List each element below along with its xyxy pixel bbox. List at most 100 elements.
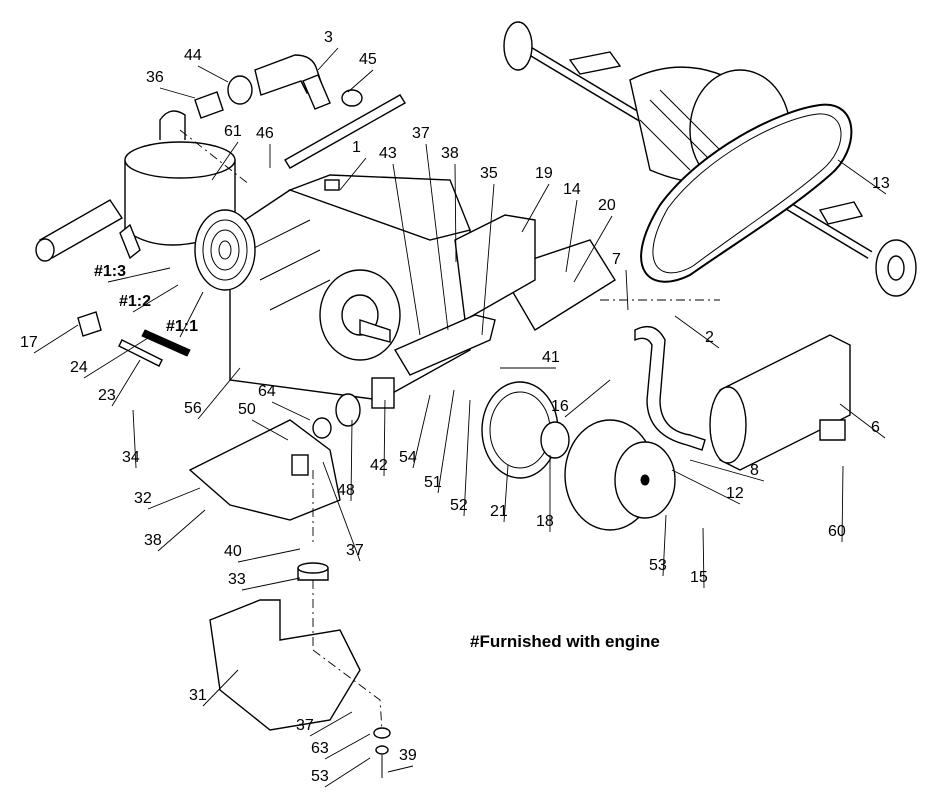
- callout-50-28: 50: [238, 401, 289, 441]
- callout-33-46: 33: [228, 571, 301, 591]
- callout-label: 54: [399, 449, 417, 466]
- callout-label: 48: [337, 482, 355, 499]
- callout-label: 56: [184, 400, 202, 417]
- leader-line: [197, 367, 241, 420]
- callout-label: 51: [424, 474, 442, 491]
- callout-60-38: 60: [828, 465, 846, 543]
- callout-label: 13: [872, 175, 890, 192]
- leader-line: [503, 464, 509, 523]
- muffler: [709, 334, 851, 471]
- callout-label: 35: [480, 165, 498, 182]
- leader-line: [350, 419, 353, 502]
- callout-53-43: 53: [649, 514, 667, 577]
- callout-20-13: 20: [573, 197, 616, 283]
- callout-43-7: 43: [379, 145, 421, 336]
- bracket-parts: [312, 314, 496, 439]
- callout-7-18: 7: [612, 251, 629, 311]
- callout-17-20: 17: [20, 324, 79, 354]
- callout-40-45: 40: [224, 543, 301, 563]
- clutch-parts: [481, 239, 676, 531]
- callout-45-2: 45: [347, 51, 377, 93]
- callout-label: 18: [536, 513, 554, 530]
- callout-44-1: 44: [184, 47, 229, 83]
- leader-line: [674, 315, 720, 349]
- callout-13-14: 13: [837, 159, 890, 195]
- callout-label: 44: [184, 47, 202, 64]
- intake-hose: [194, 54, 406, 169]
- callout-48-39: 48: [337, 419, 355, 502]
- callout-31-47: 31: [189, 669, 239, 707]
- leader-line: [481, 183, 495, 336]
- callout-6-25: 6: [839, 403, 886, 439]
- mounting-plate: [188, 419, 341, 521]
- callout-label: 24: [70, 359, 88, 376]
- leader-line: [463, 399, 471, 517]
- leader-line: [132, 284, 179, 313]
- callout-54-31: 54: [399, 394, 431, 469]
- callout-label: 45: [359, 51, 377, 68]
- leader-line: [132, 409, 137, 469]
- callout-21-34: 21: [490, 464, 509, 523]
- callout-51-32: 51: [424, 389, 455, 494]
- callout-label: 38: [144, 532, 162, 549]
- callout-label: 61: [224, 123, 242, 140]
- callout-label: 12: [726, 485, 744, 502]
- leader-line: [107, 267, 171, 283]
- callout-24-21: 24: [70, 337, 149, 379]
- callout-label: 21: [490, 503, 508, 520]
- callout-2-19: 2: [674, 315, 720, 349]
- leader-line: [837, 159, 887, 195]
- callout-12-37: 12: [671, 469, 744, 505]
- callout-23-22: 23: [98, 359, 141, 407]
- callout-46-5: 46: [256, 125, 274, 168]
- callout-41-23: 41: [500, 349, 560, 369]
- callout-37-41: 37: [322, 461, 364, 562]
- callout-label: 36: [146, 69, 164, 86]
- callout-63-49: 63: [311, 733, 371, 760]
- callout-61-4: 61: [211, 123, 242, 181]
- drive-belt: [640, 103, 853, 283]
- callout-label: 33: [228, 571, 246, 588]
- callout-label: 53: [311, 768, 329, 785]
- callout-52-33: 52: [450, 399, 471, 517]
- callout-label: 42: [370, 457, 388, 474]
- callout-label: 3: [324, 29, 333, 46]
- leader-line: [324, 757, 371, 788]
- isolator-mount: [297, 562, 329, 581]
- callout-label: 6: [871, 419, 880, 436]
- leader-line: [521, 183, 550, 233]
- callout-label: 7: [612, 251, 621, 268]
- leader-line: [841, 465, 844, 543]
- leader-line: [625, 269, 629, 311]
- callout-label: 40: [224, 543, 242, 560]
- leader-line: [33, 324, 79, 354]
- leader-line: [839, 403, 886, 439]
- callout-label: 41: [542, 349, 560, 366]
- callout--1-1-17: #1:1: [166, 291, 204, 338]
- leader-line: [702, 527, 705, 589]
- leader-line: [251, 419, 289, 441]
- callout-label: 46: [256, 125, 274, 142]
- leader-line: [322, 461, 361, 562]
- callout--1-3-15: #1:3: [94, 263, 171, 283]
- leader-line: [147, 487, 201, 510]
- callout-label: 60: [828, 523, 846, 540]
- callout-label: 15: [690, 569, 708, 586]
- leader-line: [671, 469, 741, 505]
- leader-line: [564, 379, 611, 418]
- leader-line: [309, 711, 353, 737]
- callout-37-48: 37: [296, 711, 353, 737]
- leader-line: [437, 389, 455, 494]
- leader-line: [392, 163, 421, 336]
- callout-53-50: 53: [311, 757, 371, 788]
- callout-label: 39: [399, 747, 417, 764]
- leader-line: [662, 514, 667, 577]
- leader-line: [211, 141, 239, 181]
- callout-38-42: 38: [144, 509, 206, 552]
- leader-line: [83, 337, 149, 379]
- callout-label: 43: [379, 145, 397, 162]
- furnished-with-engine-note: #Furnished with engine: [470, 632, 660, 651]
- callout-3-0: 3: [317, 29, 339, 71]
